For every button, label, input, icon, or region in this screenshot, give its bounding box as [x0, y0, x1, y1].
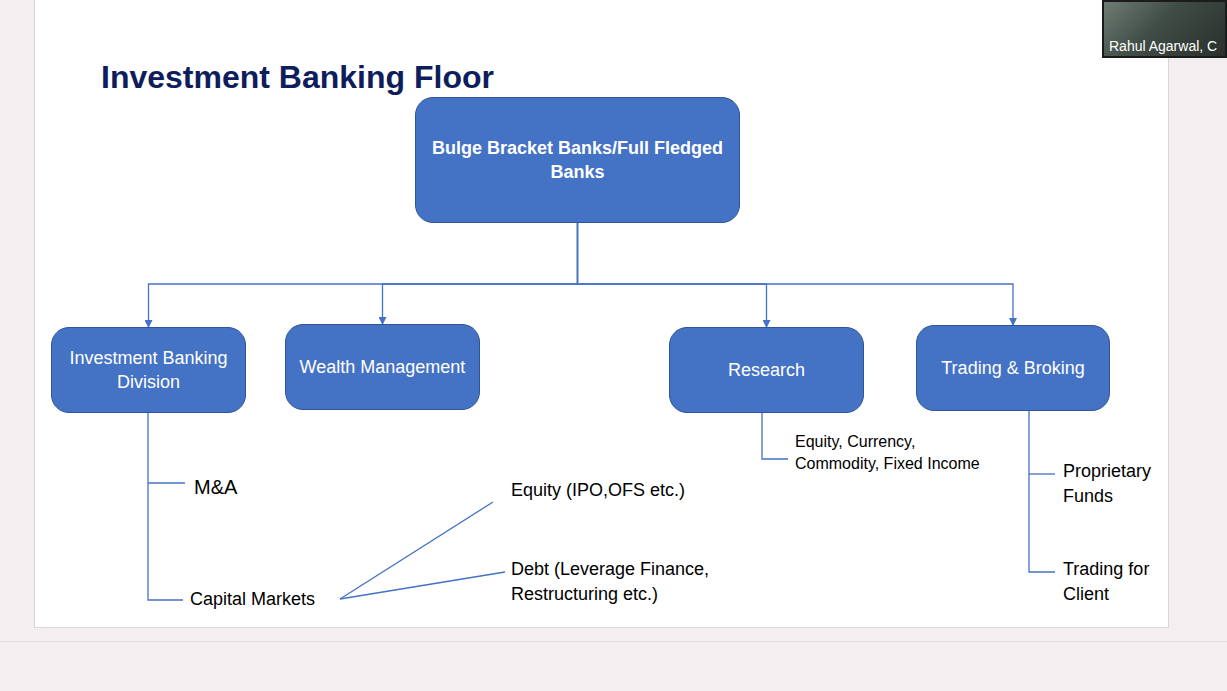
branch-label: Proprietary Funds — [1063, 459, 1167, 509]
leader-line — [148, 413, 183, 600]
slide-title: Investment Banking Floor — [101, 59, 494, 96]
connector — [578, 223, 767, 327]
branch-label: Capital Markets — [190, 587, 340, 612]
branch-label: Equity (IPO,OFS etc.) — [511, 478, 711, 503]
connector — [383, 223, 578, 324]
process-box: Wealth Management — [285, 324, 480, 410]
process-box: Research — [669, 327, 864, 413]
branch-label: M&A — [194, 473, 274, 501]
participant-name: Rahul Agarwal, C — [1109, 37, 1225, 57]
box-label: Wealth Management — [300, 355, 466, 379]
box-label: Bulge Bracket Banks/Full Fledged Banks — [428, 136, 727, 185]
leader-line — [1029, 411, 1055, 572]
branch-label: Equity, Currency, Commodity, Fixed Incom… — [795, 431, 1003, 476]
box-label: Trading & Broking — [941, 356, 1084, 380]
process-box: Bulge Bracket Banks/Full Fledged Banks — [415, 97, 740, 223]
divider-line — [0, 641, 1227, 642]
connector — [578, 223, 1014, 325]
box-label: Research — [728, 358, 805, 382]
process-box: Investment Banking Division — [51, 327, 246, 413]
leader-line — [340, 572, 505, 599]
connector — [149, 223, 578, 327]
branch-label: Trading for Client — [1063, 557, 1167, 607]
leader-line — [340, 502, 493, 599]
leader-line — [762, 413, 788, 459]
process-box: Trading & Broking — [916, 325, 1110, 411]
box-label: Investment Banking Division — [64, 346, 233, 395]
leader-line — [1029, 473, 1055, 474]
leader-line — [148, 482, 185, 483]
branch-label: Debt (Leverage Finance, Restructuring et… — [511, 557, 733, 607]
